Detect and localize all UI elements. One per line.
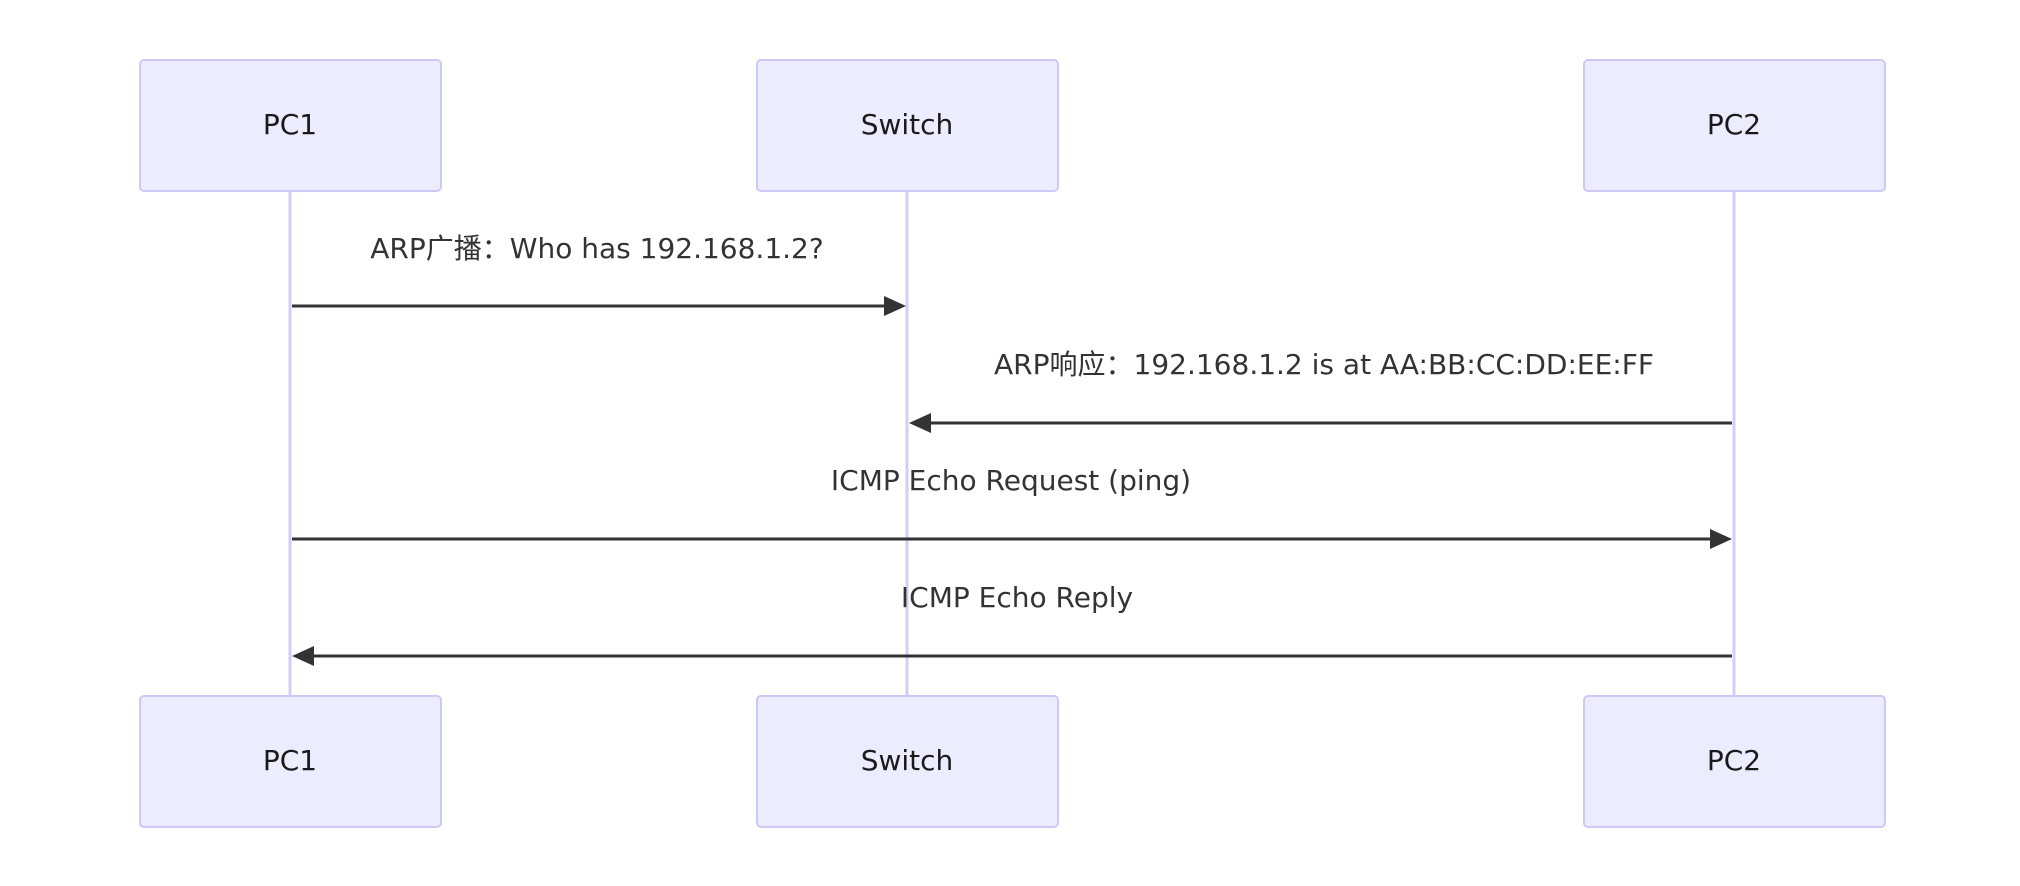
message-arp-reply: ARP响应：192.168.1.2 is at AA:BB:CC:DD:EE:F…: [909, 348, 1732, 433]
actor-bottom-switch[interactable]: Switch: [756, 695, 1059, 828]
arrowhead-left-icon: [292, 646, 314, 666]
actor-top-switch[interactable]: Switch: [756, 59, 1059, 192]
message-label: ARP广播：Who has 192.168.1.2?: [370, 232, 823, 265]
message-label: ARP响应：192.168.1.2 is at AA:BB:CC:DD:EE:F…: [994, 348, 1654, 381]
actor-label: PC2: [1707, 744, 1761, 777]
actor-top-pc1[interactable]: PC1: [139, 59, 442, 192]
actor-label: Switch: [861, 744, 954, 777]
actor-label: Switch: [861, 108, 954, 141]
arrowhead-right-icon: [1710, 529, 1732, 549]
actor-box: [1583, 59, 1886, 192]
message-icmp-request: ICMP Echo Request (ping): [292, 464, 1732, 549]
message-label: ICMP Echo Reply: [901, 581, 1133, 614]
actor-box: [1583, 695, 1886, 828]
message-label: ICMP Echo Request (ping): [831, 464, 1191, 497]
actor-box: [756, 59, 1059, 192]
actor-box: [756, 695, 1059, 828]
actor-label: PC1: [263, 744, 317, 777]
arrowhead-right-icon: [884, 296, 906, 316]
actor-label: PC1: [263, 108, 317, 141]
actor-box: [139, 695, 442, 828]
actor-bottom-pc2[interactable]: PC2: [1583, 695, 1886, 828]
message-icmp-reply: ICMP Echo Reply: [292, 581, 1732, 666]
message-arp-broadcast: ARP广播：Who has 192.168.1.2?: [292, 232, 906, 316]
actor-bottom-pc1[interactable]: PC1: [139, 695, 442, 828]
actor-label: PC2: [1707, 108, 1761, 141]
actor-box: [139, 59, 442, 192]
actor-top-pc2[interactable]: PC2: [1583, 59, 1886, 192]
arrowhead-left-icon: [909, 413, 931, 433]
